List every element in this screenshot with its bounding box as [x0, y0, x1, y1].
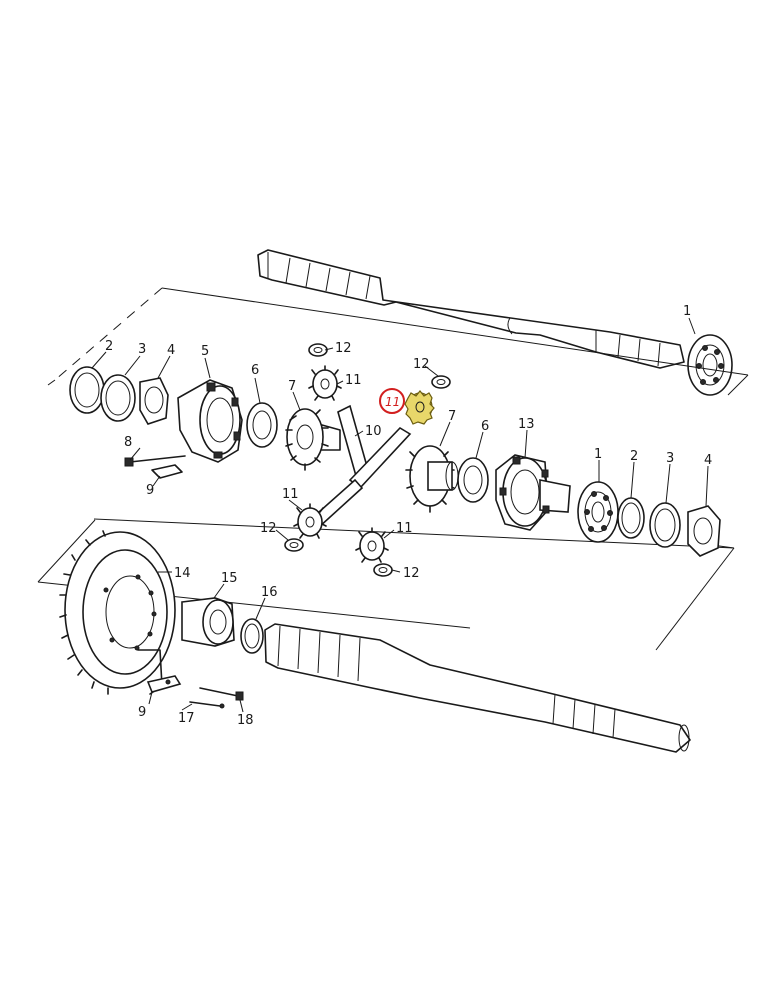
label-part-12-a: 12	[335, 341, 352, 356]
label-part-9-b: 9	[138, 705, 146, 720]
label-part-3-left: 3	[138, 342, 146, 357]
label-part-17: 17	[178, 711, 195, 726]
washer-12-top-right	[431, 375, 451, 389]
label-part-14: 14	[174, 566, 191, 581]
bearing-1-right	[577, 481, 619, 543]
label-part-11-c: 11	[396, 521, 413, 536]
washer-12-bottom	[373, 563, 393, 577]
differential-case-13	[495, 454, 571, 531]
cross-shaft-10	[308, 404, 412, 530]
label-part-18: 18	[237, 713, 254, 728]
label-part-4-left: 4	[167, 343, 175, 358]
label-part-12-b: 12	[413, 357, 430, 372]
thrust-washer-6-left	[246, 402, 278, 448]
label-part-12-c: 12	[260, 521, 277, 536]
side-gear-7-right	[405, 445, 459, 513]
label-part-8: 8	[124, 435, 132, 450]
right-rings	[617, 497, 721, 557]
bolt-8-lock-9	[124, 455, 186, 479]
bolt-18	[199, 687, 244, 701]
differential-case-5	[177, 379, 243, 463]
nut-4-left	[139, 377, 169, 425]
label-part-10: 10	[365, 424, 382, 439]
label-part-11-a: 11	[345, 373, 362, 388]
label-part-1-right: 1	[594, 447, 602, 462]
bolt-17	[189, 701, 225, 709]
pinion-gear-11-highlighted	[404, 390, 435, 425]
label-part-2-right: 2	[630, 449, 638, 464]
label-part-3-right: 3	[666, 451, 674, 466]
side-gear-7-left	[285, 408, 341, 471]
highlight-circle	[379, 388, 405, 414]
top-axle-shaft	[257, 249, 685, 369]
label-part-11-b: 11	[282, 487, 299, 502]
bottom-axle-shaft	[264, 623, 691, 753]
label-part-6-right: 6	[481, 419, 489, 434]
pinion-gear-11-bottom	[355, 527, 389, 563]
label-part-9-a: 9	[146, 483, 154, 498]
washer-12-top-left	[308, 343, 328, 357]
thrust-washer-6-right	[457, 457, 489, 503]
label-part-5: 5	[201, 344, 209, 359]
part-labels: 1 2 3 4 5 6 7 12 11 11 12 10 7 6 13 1 2 …	[105, 304, 712, 728]
washer-12-left	[284, 538, 304, 552]
label-part-7-right: 7	[448, 409, 456, 424]
bearing-1-top	[687, 334, 733, 396]
pinion-gear-11-left	[293, 503, 327, 539]
left-rings	[69, 366, 169, 425]
label-part-13: 13	[518, 417, 535, 432]
label-part-4-right: 4	[704, 453, 712, 468]
label-part-6-left: 6	[251, 363, 259, 378]
label-part-11-highlighted: 11	[385, 395, 400, 409]
label-part-16: 16	[261, 585, 278, 600]
leader-lines	[91, 317, 709, 713]
pinion-gear-11-top	[308, 365, 342, 401]
ring-gear-14	[59, 530, 176, 695]
label-part-12-d: 12	[403, 566, 420, 581]
lock-plate-9-bottom	[137, 649, 182, 695]
label-part-2-left: 2	[105, 339, 113, 354]
snap-ring-16	[240, 618, 264, 654]
coupler-15	[181, 597, 235, 647]
label-part-1-top: 1	[683, 304, 691, 319]
label-part-15: 15	[221, 571, 238, 586]
label-part-7-left: 7	[288, 379, 296, 394]
nut-4-right	[687, 505, 721, 557]
